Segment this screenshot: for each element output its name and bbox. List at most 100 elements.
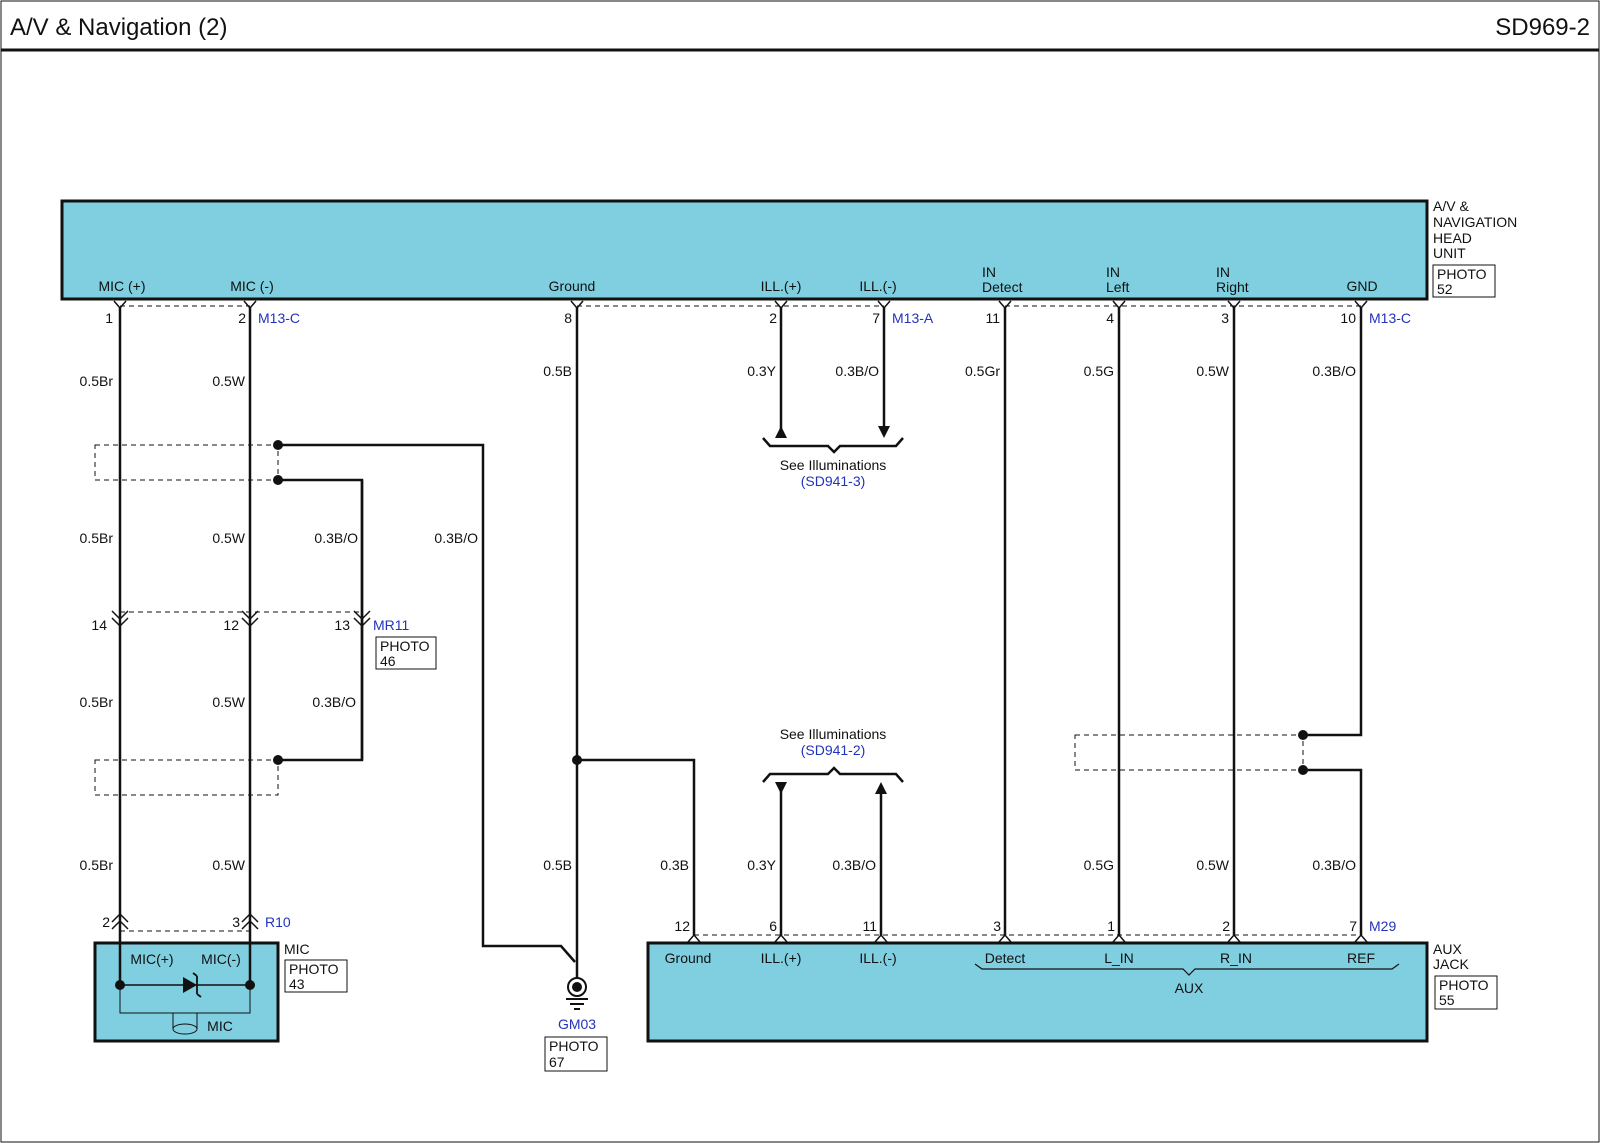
wire-label-r2-1: 0.5Br [80, 530, 114, 546]
wire-label-r4-3: 0.5B [543, 857, 572, 873]
wire-label-r1-3: 0.5B [543, 363, 572, 379]
pin-label-left: Left [1106, 279, 1129, 295]
wire-shield-to-gm03 [278, 443, 576, 963]
photo-46-box [375, 636, 437, 670]
aux-pin-ill-plus: ILL.(+) [761, 950, 802, 966]
pin-label-detect: Detect [982, 279, 1023, 295]
connector-mr11: MR11 [373, 617, 410, 633]
pin-label-in-1: IN [982, 264, 996, 280]
r10-pin-markers [111, 912, 259, 930]
photo-43-box [284, 959, 348, 993]
arrow-up-icon [775, 426, 787, 438]
gm03-ground: GM03 PHOTO 67 [544, 977, 608, 1072]
photo-46-label: PHOTO [380, 638, 430, 654]
wire-gnd [1303, 307, 1363, 737]
pin-label-ill-plus: ILL.(+) [761, 278, 802, 294]
aux-pin-ill-minus: ILL.(-) [859, 950, 896, 966]
photo-67-label: PHOTO [549, 1038, 599, 1054]
aux-group-label: AUX [1175, 980, 1204, 996]
wire-label-r4-7: 0.5G [1084, 857, 1114, 873]
wire-label-r1-6: 0.5Gr [965, 363, 1000, 379]
wire-label-r4-1: 0.5Br [80, 857, 114, 873]
pin-num-2b: 2 [769, 310, 777, 326]
wire-ground-aux [577, 758, 696, 935]
m29-pin-3: 3 [993, 918, 1001, 934]
pin-num-7: 7 [872, 310, 880, 326]
pin-num-3: 3 [1221, 310, 1229, 326]
illum-bottom-ref: (SD941-2) [801, 742, 866, 758]
wire-label-r4-9: 0.3B/O [1312, 857, 1356, 873]
mic-pin-minus: MIC(-) [201, 951, 241, 967]
pin-label-right: Right [1216, 279, 1249, 295]
aux-pin-r-in: R_IN [1220, 950, 1252, 966]
mic-name: MIC [284, 941, 310, 957]
aux-pin-ground: Ground [665, 950, 712, 966]
photo-52-number: 52 [1437, 281, 1453, 297]
wire-label-r2-2: 0.5W [212, 530, 245, 546]
mic-pin-plus: MIC(+) [130, 951, 173, 967]
m29-pin-11: 11 [862, 918, 877, 934]
mr11-pin-markers [111, 610, 371, 628]
arrow-down-icon [878, 426, 890, 438]
pin-label-in-3: IN [1216, 264, 1230, 280]
head-unit: A/V & NAVIGATION HEAD UNIT PHOTO 52 MIC … [60, 198, 1517, 301]
wire-label-r3-3: 0.3B/O [312, 694, 356, 710]
aux-pin-ref: REF [1347, 950, 1375, 966]
wire-label-r4-2: 0.5W [212, 857, 245, 873]
photo-43-number: 43 [289, 976, 305, 992]
mr11-pin-12: 12 [223, 617, 239, 633]
photo-52-box [1432, 264, 1496, 298]
zener-bar-icon [192, 972, 202, 998]
photo-55-box [1434, 975, 1498, 1010]
shield-box-1 [94, 444, 279, 481]
aux-jack-name-2: JACK [1433, 956, 1469, 972]
wire-label-r2-3: 0.3B/O [314, 530, 358, 546]
diode-icon [183, 977, 197, 993]
aux-group-brace [974, 963, 1400, 976]
wire-label-r4-8: 0.5W [1196, 857, 1229, 873]
m29-pin-2: 2 [1222, 918, 1230, 934]
wire-label-r2-4: 0.3B/O [434, 530, 478, 546]
head-unit-name-1: A/V & [1433, 198, 1469, 214]
aux-pin-detect: Detect [985, 950, 1026, 966]
page-title: A/V & Navigation (2) [10, 14, 227, 41]
wire-ref [1303, 768, 1363, 935]
pin-num-1: 1 [105, 310, 113, 326]
illum-top-brace [762, 437, 904, 454]
photo-46-number: 46 [380, 653, 396, 669]
mic-box [93, 941, 280, 1043]
pin-num-2: 2 [238, 310, 246, 326]
m29-pin-markers [687, 933, 1368, 943]
shield-box-2 [94, 759, 279, 796]
wires [118, 307, 1363, 978]
pin-label-ill-minus: ILL.(-) [859, 278, 896, 294]
microphone-icon-sides [172, 1013, 198, 1029]
pin-num-10: 10 [1340, 310, 1356, 326]
mr11-pin-13: 13 [334, 617, 350, 633]
photo-52-label: PHOTO [1437, 266, 1487, 282]
pin-label-mic-plus: MIC (+) [98, 278, 145, 294]
wire-label-r1-7: 0.5G [1084, 363, 1114, 379]
wire-label-r3-2: 0.5W [212, 694, 245, 710]
photo-67-number: 67 [549, 1054, 565, 1070]
m29-pin-1: 1 [1107, 918, 1115, 934]
photo-55-number: 55 [1439, 992, 1455, 1008]
connector-r10: R10 [265, 914, 291, 930]
diagram-code: SD969-2 [1495, 14, 1590, 41]
head-unit-name-2: NAVIGATION [1433, 214, 1517, 230]
connector-m13a: M13-A [892, 310, 934, 326]
wire-label-r4-6: 0.3B/O [832, 857, 876, 873]
wire-label-r1-4: 0.3Y [747, 363, 776, 379]
splice-dots [273, 440, 1308, 775]
wire-label-r4-4: 0.3B [660, 857, 689, 873]
ground-point-icon [572, 982, 582, 992]
wire-label-r3-1: 0.5Br [80, 694, 114, 710]
wire-label-r1-5: 0.3B/O [835, 363, 879, 379]
illum-top-text: See Illuminations [780, 457, 887, 473]
photo-67-box [544, 1036, 608, 1072]
ground-ring-icon [567, 977, 587, 997]
connector-m13c-a: M13-C [258, 310, 300, 326]
arrow-down-icon [775, 782, 787, 794]
